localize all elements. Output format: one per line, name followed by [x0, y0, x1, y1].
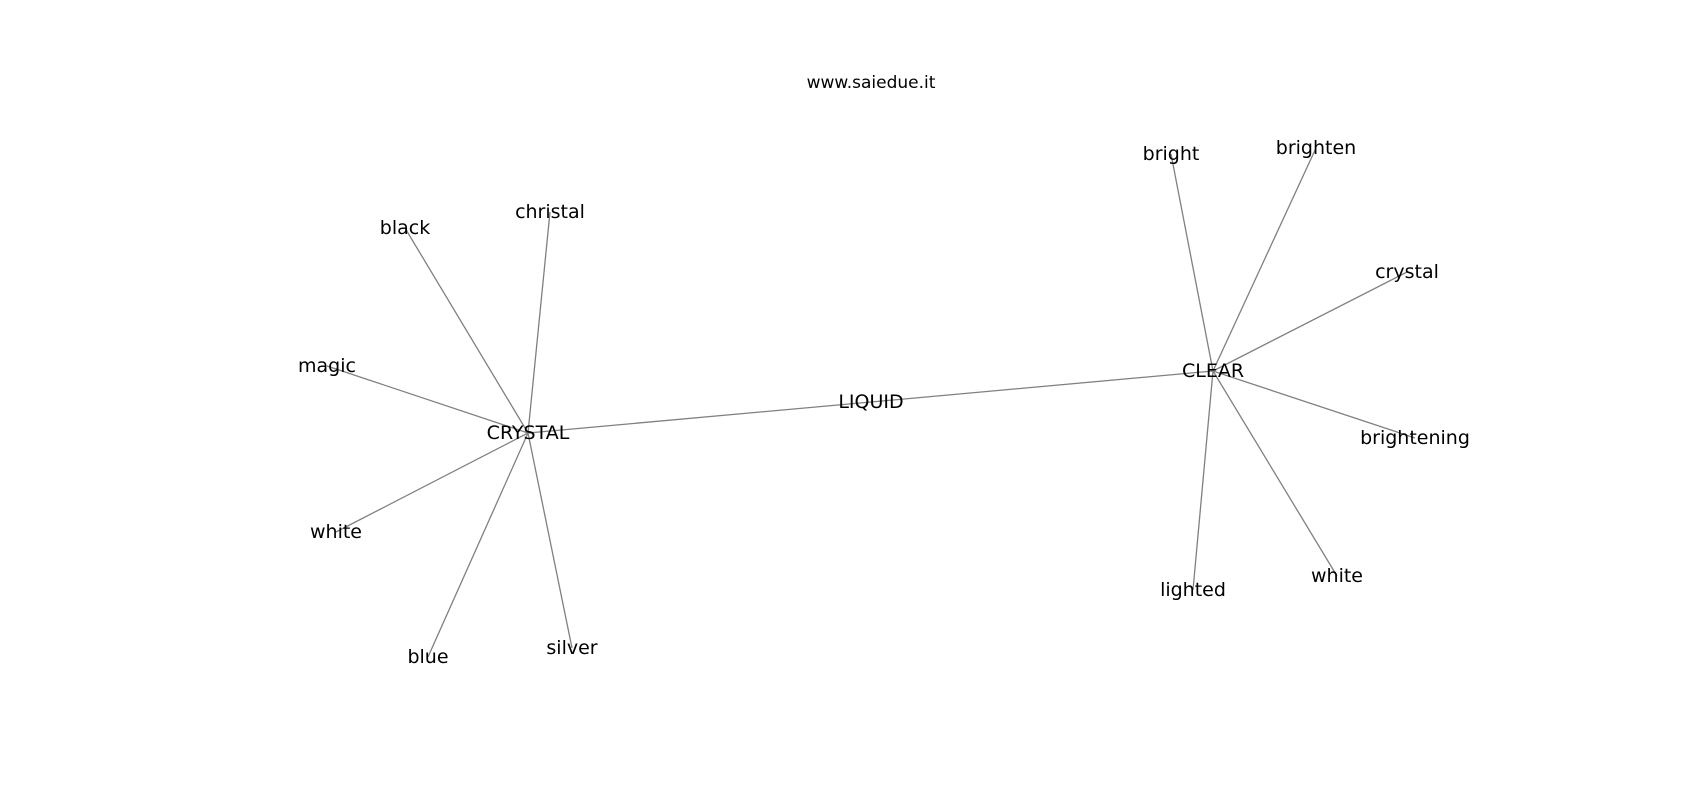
site-label: www.saiedue.it [807, 73, 936, 93]
edge-clear_hub-bright [1170, 153, 1214, 372]
node-label-crystal_leaf: crystal [1375, 261, 1439, 283]
edge-crystal_hub-magic [326, 365, 529, 434]
node-label-silver: silver [546, 637, 597, 659]
node-label-bright: bright [1143, 143, 1200, 165]
node-label-clear_hub: CLEAR [1182, 360, 1244, 382]
edge-crystal_hub-christal [527, 211, 551, 434]
edge-crystal_hub-blue [427, 432, 529, 658]
node-label-brightening: brightening [1360, 427, 1470, 449]
node-label-lighted: lighted [1160, 579, 1226, 601]
edge-clear_hub-lighted [1192, 370, 1214, 591]
edge-liquid-clear_hub [870, 370, 1214, 403]
graph-edges [326, 147, 1416, 658]
node-label-crystal_hub: CRYSTAL [487, 422, 570, 444]
node-label-black: black [380, 217, 430, 239]
edge-crystal_hub-silver [527, 432, 573, 649]
edge-clear_hub-brighten [1212, 147, 1317, 372]
node-label-blue: blue [407, 646, 448, 668]
graph-nodes: LIQUID CRYSTAL CLEAR black christal magic whit… [298, 137, 1470, 668]
edge-clear_hub-white_right [1212, 370, 1338, 577]
edge-crystal_hub-liquid [527, 401, 872, 434]
edge-crystal_hub-black [404, 227, 529, 434]
edge-crystal_hub-white_left [335, 432, 529, 533]
node-label-magic: magic [298, 355, 356, 377]
edge-clear_hub-crystal_leaf [1212, 271, 1408, 372]
node-label-white_left: white [310, 521, 362, 543]
edge-clear_hub-brightening [1212, 370, 1416, 439]
node-label-brighten: brighten [1276, 137, 1356, 159]
node-label-christal: christal [515, 201, 585, 223]
node-label-white_right: white [1311, 565, 1363, 587]
node-label-liquid: LIQUID [838, 391, 903, 413]
